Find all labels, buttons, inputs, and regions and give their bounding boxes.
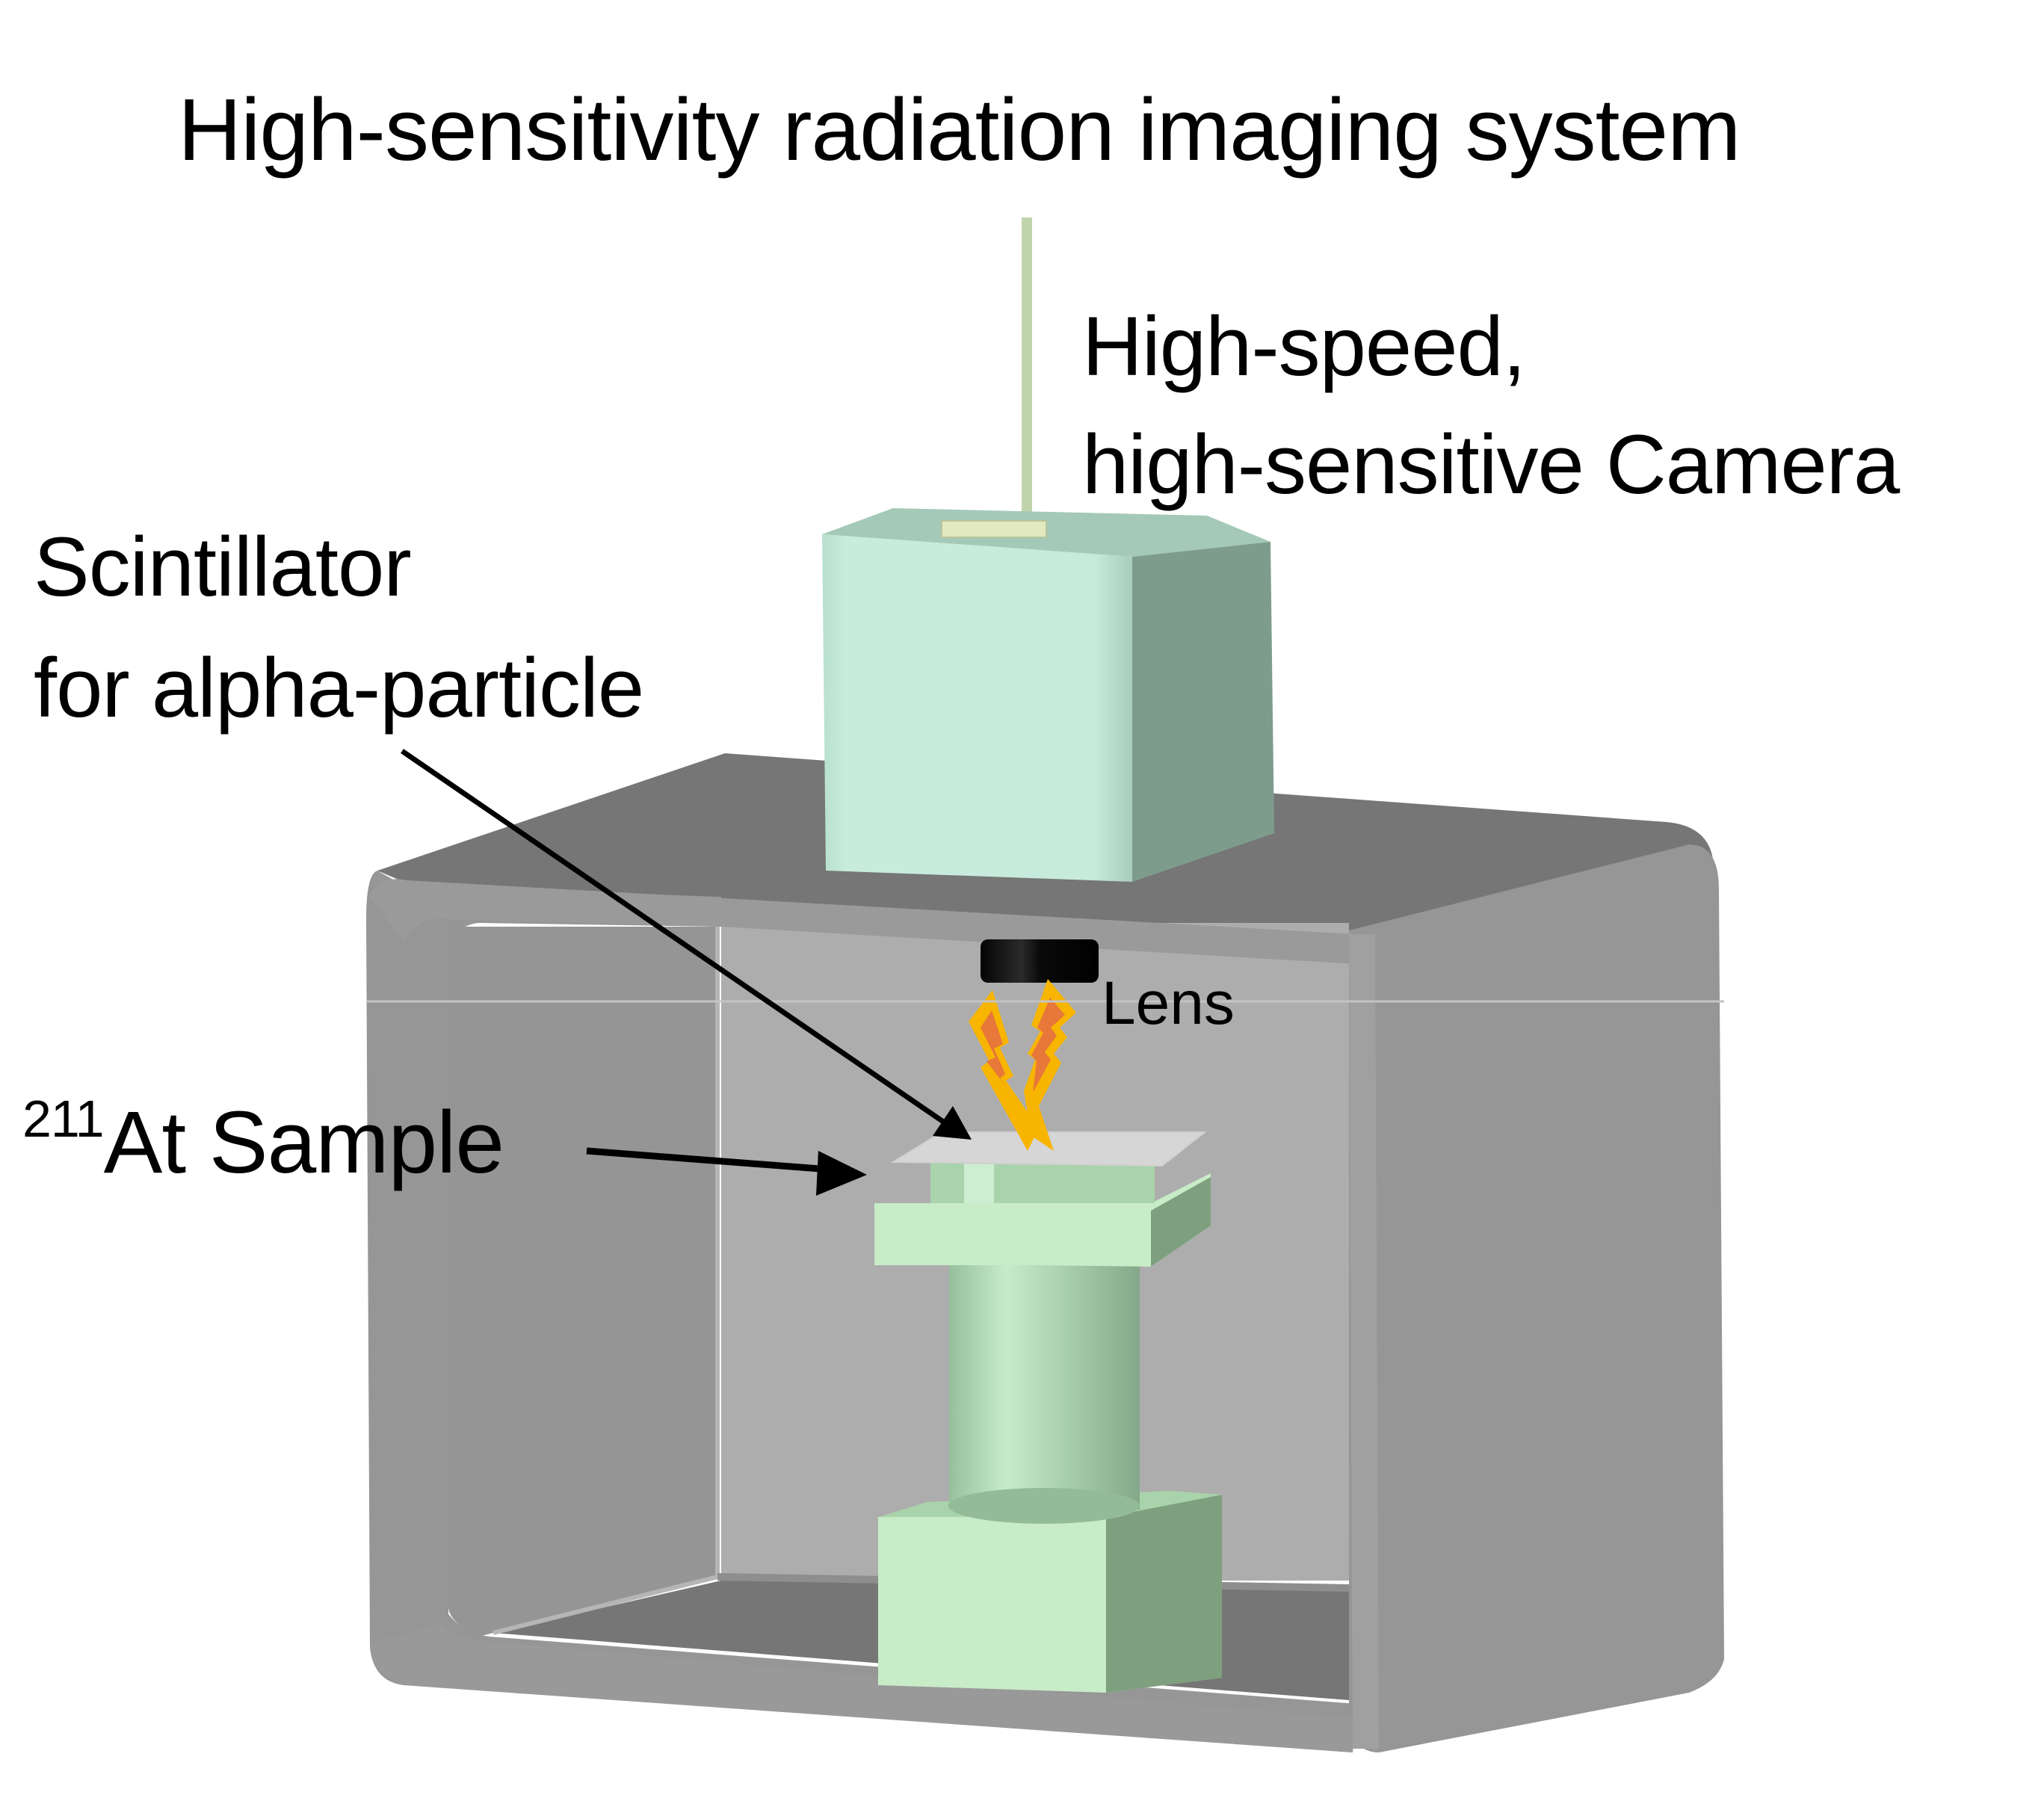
camera-connector: [941, 520, 1047, 538]
diagram-title: High-sensitivity radiation imaging syste…: [178, 81, 1741, 179]
lens-label: Lens: [1102, 969, 1235, 1037]
camera-label-line1: High-speed,: [1082, 300, 1526, 393]
camera-side: [1132, 542, 1274, 882]
camera-label-line2: high-sensitive Camera: [1082, 418, 1900, 511]
sample-arrow: [586, 1147, 867, 1196]
lens: [981, 939, 1099, 983]
isotope-mass-number: 211: [22, 1090, 105, 1148]
enclosure-right-panel: [1349, 844, 1724, 1752]
scintillator-plate: [890, 1131, 1207, 1167]
enclosure-left-inner-wall: [448, 927, 717, 1637]
sample-stage: [874, 1131, 1222, 1693]
stage-base-side: [1106, 1495, 1222, 1693]
alpha-emission-icon: [969, 979, 1076, 1151]
sample-label: 211At Sample: [22, 1093, 504, 1187]
stage-top-side: [1151, 1177, 1211, 1267]
camera-cable: [1022, 217, 1032, 531]
scintillator-label: Scintillator for alpha-particle: [34, 507, 644, 749]
sample-label-text: At Sample: [103, 1093, 504, 1192]
camera: [822, 217, 1274, 882]
camera-label: High-speed, high-sensitive Camera: [1082, 288, 1900, 524]
scintillator-label-line1: Scintillator: [34, 520, 412, 614]
scintillator-arrow: [401, 749, 972, 1140]
camera-front: [822, 534, 1132, 882]
scintillator-label-line2: for alpha-particle: [34, 641, 644, 735]
